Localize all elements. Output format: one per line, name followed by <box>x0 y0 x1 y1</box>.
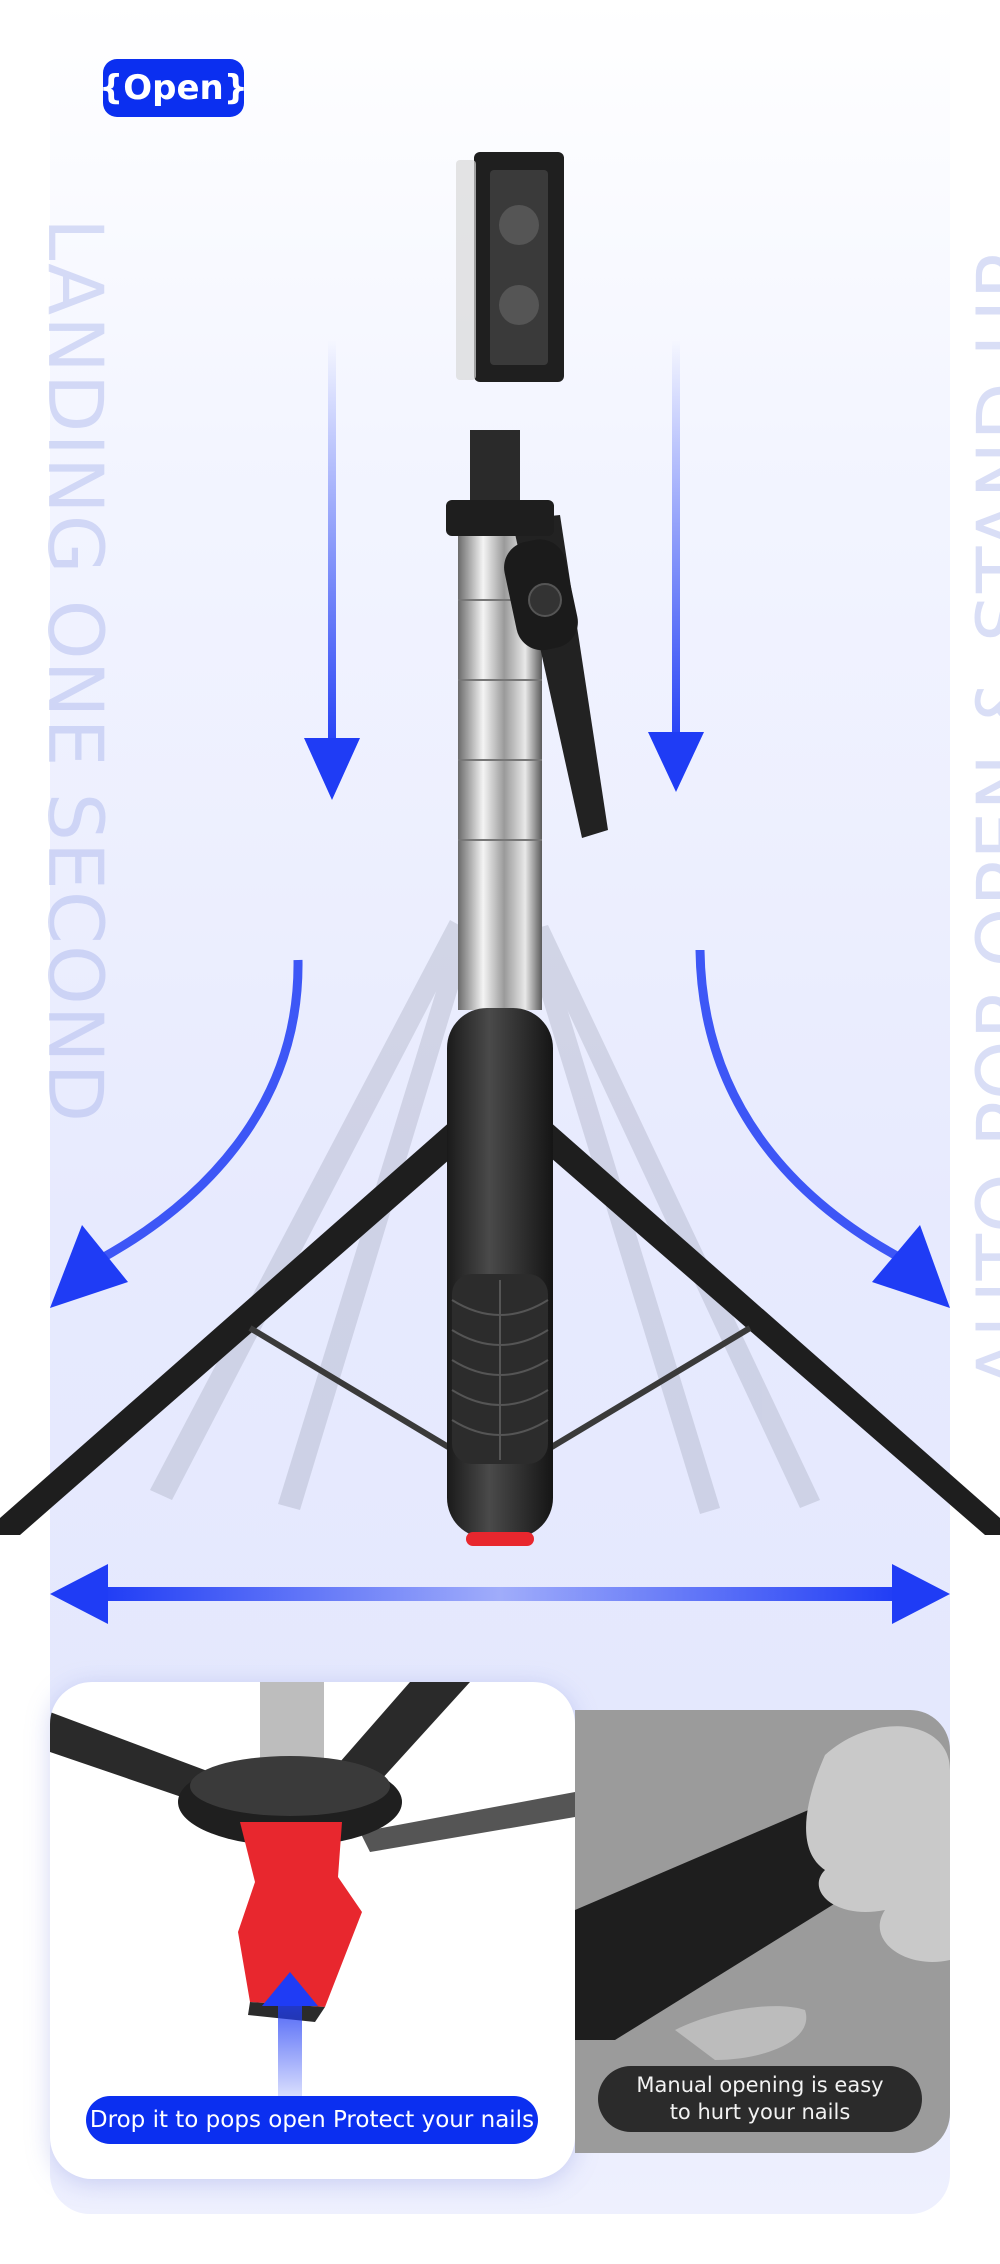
hand-opening-leg-illustration <box>575 1726 950 2060</box>
down-arrow-right-icon <box>648 340 704 792</box>
drop-open-caption: Drop it to pops open Protect your nails <box>86 2096 538 2144</box>
curved-arrow-right-icon <box>695 949 950 1308</box>
open-badge: {Open} <box>99 59 248 117</box>
down-arrow-left-icon <box>304 340 360 800</box>
pop-open-base-illustration <box>50 1682 575 2122</box>
horizontal-double-arrow-icon <box>50 1564 950 1624</box>
curved-arrow-left-icon <box>50 959 303 1308</box>
manual-caption-line-2: to hurt your nails <box>669 2100 851 2124</box>
manual-opening-caption: Manual opening is easy to hurt your nail… <box>598 2066 922 2132</box>
manual-caption-line-1: Manual opening is easy <box>636 2073 884 2097</box>
